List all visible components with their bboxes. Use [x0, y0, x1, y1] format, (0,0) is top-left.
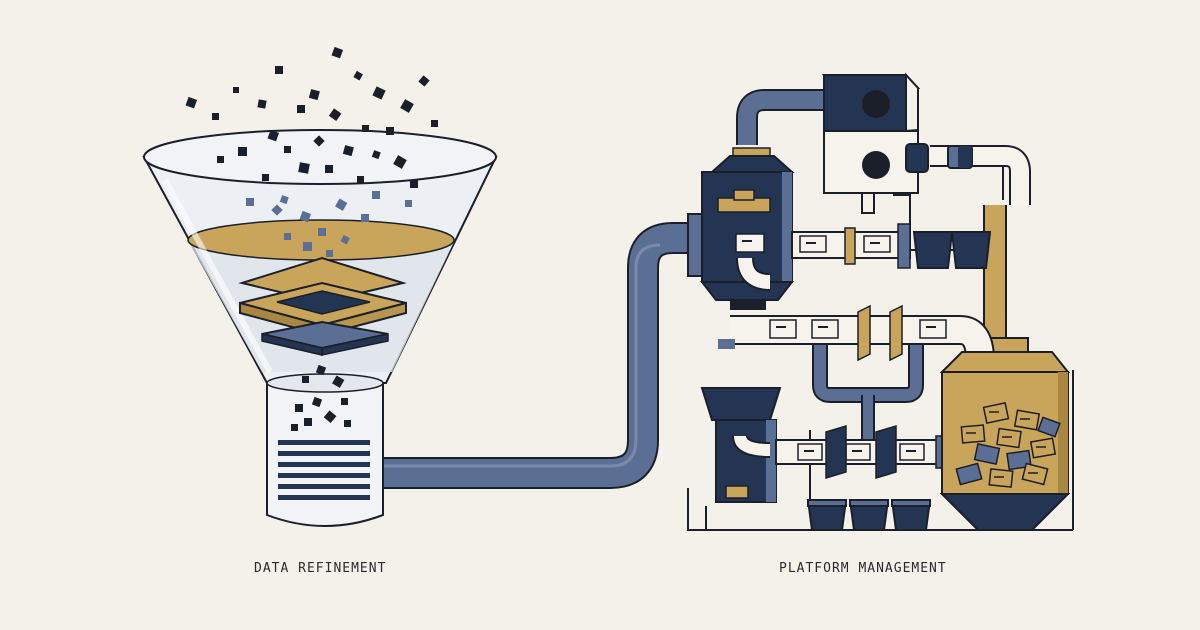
refined-data-lines: [278, 440, 370, 500]
lower-conveyor: [775, 424, 951, 480]
data-particles-blue: [246, 191, 412, 257]
control-dial-icon: [862, 151, 890, 179]
data-particles: [185, 46, 438, 188]
platform-machine: [687, 72, 1074, 531]
platform-management-caption: PLATFORM MANAGEMENT: [779, 561, 947, 576]
refinement-funnel: [142, 46, 498, 527]
data-particles-spout: [291, 364, 351, 431]
lower-hopper: [700, 387, 782, 503]
gold-liquid-surface: [187, 219, 455, 261]
stored-documents: [955, 401, 1061, 488]
filter-layers: [238, 256, 407, 356]
data-refinement-caption: DATA REFINEMENT: [254, 561, 387, 576]
processing-tower: [687, 147, 795, 310]
storage-silo: [939, 351, 1071, 531]
control-box: [821, 72, 973, 214]
collection-bins: [806, 499, 932, 531]
upper-conveyor: [791, 223, 992, 269]
